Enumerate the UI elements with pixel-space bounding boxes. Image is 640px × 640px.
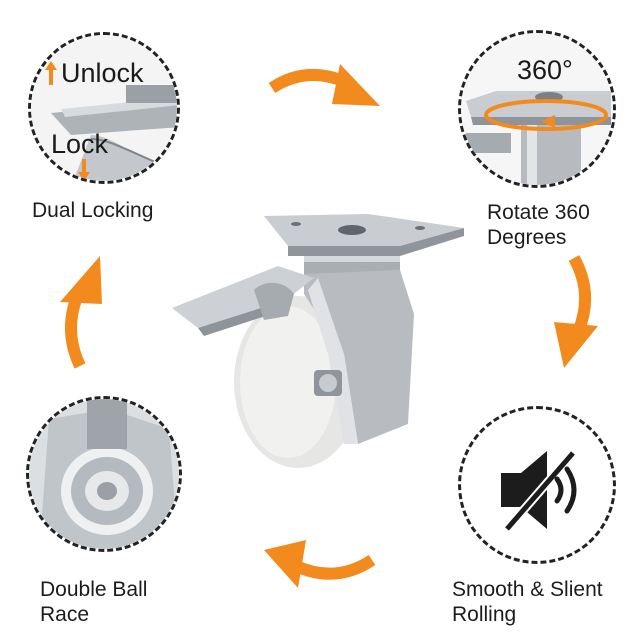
ball-race-image [29,399,179,549]
ball-race-label-line2: Race [40,603,90,626]
rotation-arrow-icon [481,95,611,135]
lock-text: Lock [51,129,109,159]
rotate-label: Rotate 360 Degrees [487,200,590,250]
unlock-text: Unlock [61,58,144,88]
swivel-plate-image [461,33,613,185]
smooth-label-line1: Smooth & Slient [452,578,603,601]
rotate-label-line2: Degrees [487,226,567,249]
bottom-arrow [262,534,376,590]
smooth-label-line2: Rolling [452,603,517,626]
muted-speaker-icon [495,447,587,533]
smooth-circle [458,406,616,564]
left-arrow [50,254,106,370]
ball-race-label-line1: Double Ball [40,578,148,601]
right-arrow [550,254,600,372]
smooth-label: Smooth & Slient Rolling [452,577,603,627]
rotate-label-line1: Rotate 360 [487,201,590,224]
down-arrow-icon [78,159,90,181]
degree-text: 360° [517,55,573,85]
dual-locking-label: Dual Locking [32,199,154,222]
ball-race-label: Double Ball Race [40,577,147,627]
rotate-circle: 360° [458,30,616,188]
brake-closeup-image [31,35,177,181]
up-arrow-icon [45,61,57,85]
caster-wheel-image [168,204,468,474]
ball-race-circle [26,396,182,552]
top-arrow [268,58,382,110]
dual-locking-circle: Unlock Lock [28,32,180,184]
